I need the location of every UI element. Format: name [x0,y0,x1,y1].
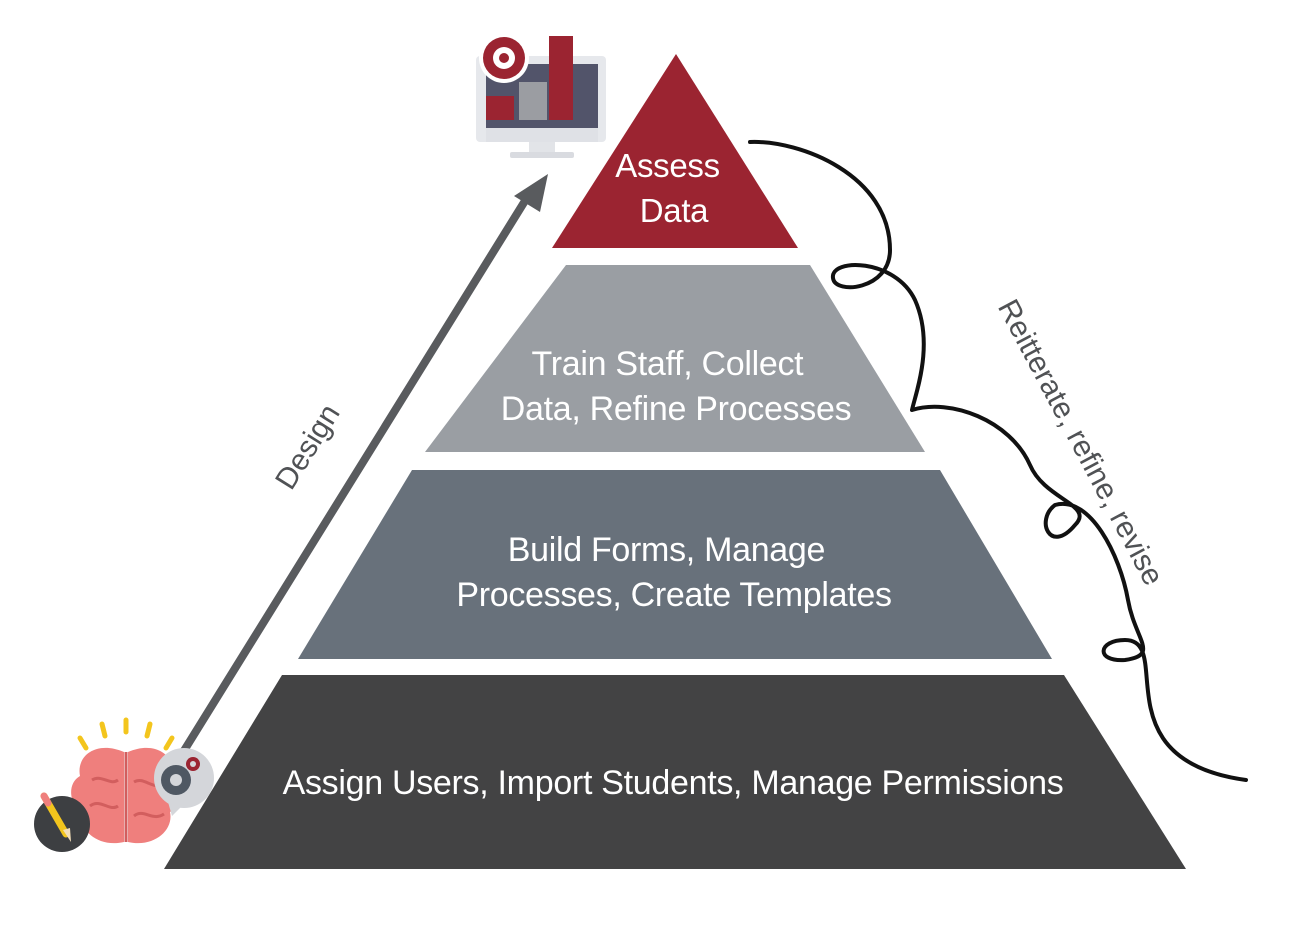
tier-top-line-2: Data [640,192,709,229]
design-arrow [168,174,548,774]
monitor-dashboard-icon [476,33,606,158]
brain-gear-pencil-icon [34,717,214,852]
tier-second-line-2: Data, Refine Processes [501,390,852,428]
tier-second-shape [425,265,925,452]
tier-base-label: Assign Users, Import Students, Manage Pe… [283,764,1064,802]
tier-second-label: Train Staff, Collect Data, Refine Proces… [501,345,852,428]
tier-third-line-1: Build Forms, Manage [508,531,825,569]
tier-second-line-1: Train Staff, Collect [532,345,805,383]
tier-top-shape [552,54,798,248]
tier-base-line-1: Assign Users, Import Students, Manage Pe… [283,764,1064,802]
tier-third-shape [298,470,1052,659]
iterate-loop-line [748,139,1248,782]
tier-third-line-2: Processes, Create Templates [456,576,891,614]
tier-third-label: Build Forms, Manage Processes, Create Te… [456,531,891,614]
tier-base-shape [164,675,1186,869]
tier-top-label: Assess Data [615,147,728,229]
design-label: Design [269,399,346,496]
tier-top-line-1: Assess [615,147,720,184]
